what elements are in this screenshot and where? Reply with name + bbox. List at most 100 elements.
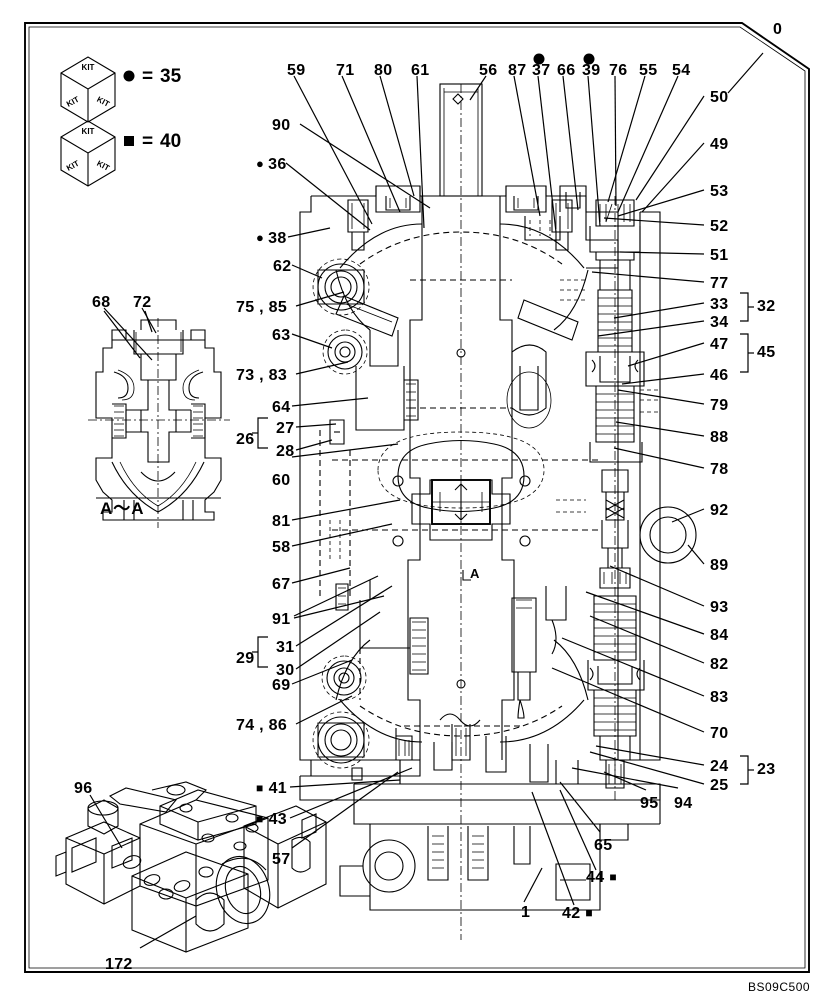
callout-28: 28 bbox=[276, 443, 295, 460]
callout-93: 93 bbox=[710, 599, 729, 616]
isometric-pump-assembly bbox=[55, 781, 327, 953]
callout-78: 78 bbox=[710, 461, 729, 478]
leader-lines-top bbox=[293, 53, 679, 233]
callout-90: 90 bbox=[272, 117, 291, 134]
callout-82: 82 bbox=[710, 656, 729, 673]
callout-39: 39 bbox=[582, 62, 601, 79]
callout-79: 79 bbox=[710, 397, 729, 414]
callout-1: 1 bbox=[521, 904, 531, 921]
svg-text:KIT: KIT bbox=[65, 159, 81, 173]
callout-44: 44 bbox=[586, 870, 617, 886]
legend-value-1: 35 bbox=[160, 66, 182, 87]
o-ring-detail bbox=[639, 506, 697, 564]
callout-84: 84 bbox=[710, 627, 729, 644]
bearing-boss-lower-upper bbox=[322, 329, 368, 375]
callout-30: 30 bbox=[276, 662, 295, 679]
callout-47: 47 bbox=[710, 336, 729, 353]
callout-172: 172 bbox=[105, 956, 133, 973]
callout-group-29: 29 bbox=[236, 650, 255, 667]
kit-cube-icon-1: KIT KIT KIT bbox=[60, 56, 116, 123]
svg-text:KIT: KIT bbox=[95, 159, 111, 173]
legend-value-2: 40 bbox=[160, 131, 182, 152]
bearing-boss-upper bbox=[312, 258, 370, 316]
callout-67: 67 bbox=[272, 576, 291, 593]
callout-50: 50 bbox=[710, 89, 729, 106]
callout-31: 31 bbox=[276, 639, 295, 656]
callout-65: 65 bbox=[594, 837, 613, 854]
sheet-frame bbox=[24, 22, 810, 973]
legend-square-icon bbox=[124, 136, 134, 146]
callout-54: 54 bbox=[672, 62, 691, 79]
callout-80: 80 bbox=[374, 62, 393, 79]
legend-equals-1: = bbox=[142, 66, 154, 87]
callout-61: 61 bbox=[411, 62, 430, 79]
callout-59: 59 bbox=[287, 62, 306, 79]
callout-36: 36 bbox=[256, 157, 287, 173]
section-title-aa: A～A bbox=[100, 499, 145, 518]
callout-74-86: 74 , 86 bbox=[236, 717, 288, 734]
callout-group-32: 32 bbox=[757, 298, 776, 315]
callout-34: 34 bbox=[710, 314, 729, 331]
callout-68: 68 bbox=[92, 294, 111, 311]
callout-87: 87 bbox=[508, 62, 527, 79]
callout-53: 53 bbox=[710, 183, 729, 200]
callout-77: 77 bbox=[710, 275, 729, 292]
callout-57: 57 bbox=[272, 851, 291, 868]
callout-38: 38 bbox=[256, 231, 287, 247]
leader-lines-left bbox=[285, 123, 431, 725]
callout-46: 46 bbox=[710, 367, 729, 384]
callout-91: 91 bbox=[272, 611, 291, 628]
callout-71: 71 bbox=[336, 62, 355, 79]
bearing-boss-bottom bbox=[312, 711, 370, 769]
callout-group-23: 23 bbox=[757, 761, 776, 778]
spline-shaft-stack bbox=[585, 196, 660, 800]
callout-42: 42 bbox=[562, 906, 593, 922]
kit-cube-icon-2: KIT KIT KIT bbox=[60, 120, 116, 187]
corner-callout-0: 0 bbox=[773, 21, 783, 38]
callout-75-85: 75 , 85 bbox=[236, 299, 288, 316]
callout-64: 64 bbox=[272, 399, 291, 416]
callout-88: 88 bbox=[710, 429, 729, 446]
callout-group-26: 26 bbox=[236, 431, 255, 448]
section-aa-detail bbox=[88, 310, 230, 528]
svg-text:KIT: KIT bbox=[95, 95, 111, 109]
callout-70: 70 bbox=[710, 725, 729, 742]
callout-83: 83 bbox=[710, 689, 729, 706]
callout-group-45: 45 bbox=[757, 344, 776, 361]
svg-text:A: A bbox=[470, 566, 480, 581]
callout-63: 63 bbox=[272, 327, 291, 344]
callout-55: 55 bbox=[639, 62, 658, 79]
callout-51: 51 bbox=[710, 247, 729, 264]
main-pump-cross-section: A A bbox=[299, 83, 697, 940]
legend-equals-2: = bbox=[142, 131, 154, 152]
callout-33: 33 bbox=[710, 296, 729, 313]
callout-60: 60 bbox=[272, 472, 291, 489]
callout-24: 24 bbox=[710, 758, 729, 775]
callout-96: 96 bbox=[74, 780, 93, 797]
callout-76: 76 bbox=[609, 62, 628, 79]
svg-text:KIT: KIT bbox=[65, 95, 81, 109]
group-brackets bbox=[252, 292, 754, 785]
callout-73-83: 73 , 83 bbox=[236, 367, 288, 384]
callout-66: 66 bbox=[557, 62, 576, 79]
leader-lines-bottom bbox=[289, 767, 679, 906]
legend-dot-icon bbox=[123, 70, 135, 82]
callout-43: 43 bbox=[256, 812, 287, 828]
callout-49: 49 bbox=[710, 136, 729, 153]
callout-72: 72 bbox=[133, 294, 152, 311]
callout-95: 95 bbox=[640, 795, 659, 812]
drawing-code: BS09C500 bbox=[748, 980, 811, 994]
svg-text:KIT: KIT bbox=[82, 127, 95, 136]
callout-25: 25 bbox=[710, 777, 729, 794]
leader-lines-right bbox=[551, 95, 705, 785]
callout-69: 69 bbox=[272, 677, 291, 694]
callout-56: 56 bbox=[479, 62, 498, 79]
svg-text:KIT: KIT bbox=[82, 63, 95, 72]
callout-58: 58 bbox=[272, 539, 291, 556]
callout-94: 94 bbox=[674, 795, 693, 812]
callout-27: 27 bbox=[276, 420, 295, 437]
callout-92: 92 bbox=[710, 502, 729, 519]
callout-81: 81 bbox=[272, 513, 291, 530]
